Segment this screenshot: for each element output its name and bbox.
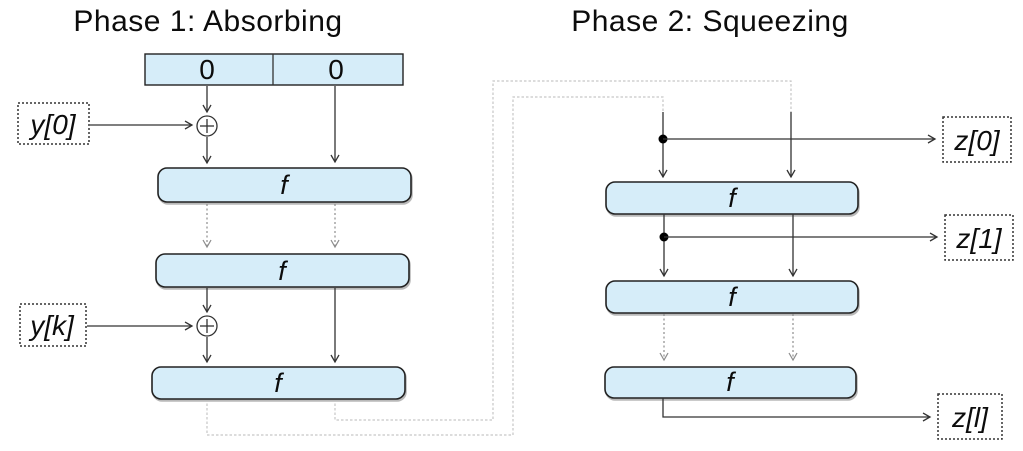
xor-1-icon [196, 115, 218, 137]
f-box-squeeze-3 [604, 366, 857, 399]
state-capacity-value: 0 [328, 54, 344, 85]
input-box-y0 [17, 102, 90, 145]
initial-state-box [144, 53, 404, 86]
state-rate-value: 0 [199, 54, 215, 85]
f-label-squeeze-2: f [728, 282, 738, 312]
f-box-squeeze-1 [605, 181, 859, 215]
f-label-absorb-2: f [278, 256, 288, 286]
output-box-z0 [942, 116, 1012, 163]
phase1-title: Phase 1: Absorbing [73, 5, 342, 38]
phase2-title: Phase 2: Squeezing [571, 5, 849, 38]
output-label-z0: z[0] [953, 125, 1000, 156]
output-box-z1 [944, 214, 1014, 261]
arrow-to-zl [662, 398, 930, 417]
input-label-yk: y[k] [28, 310, 75, 341]
f-label-absorb-1: f [280, 170, 290, 200]
wrap-line-rate [206, 96, 664, 436]
f-label-squeeze-1: f [728, 183, 738, 213]
f-box-absorb-1 [157, 167, 412, 203]
input-label-y0: y[0] [28, 109, 76, 140]
f-box-squeeze-2 [605, 280, 859, 314]
xor-2-icon [196, 315, 218, 337]
f-box-absorb-2 [155, 253, 410, 288]
wrap-line-capacity [334, 80, 792, 421]
output-label-z1: z[1] [955, 223, 1002, 254]
input-box-yk [19, 303, 87, 347]
f-label-absorb-3: f [274, 368, 284, 398]
f-label-squeeze-3: f [726, 367, 736, 397]
output-label-zl: z[l] [951, 402, 989, 433]
f-box-absorb-3 [151, 366, 406, 400]
output-box-zl [937, 393, 1003, 440]
